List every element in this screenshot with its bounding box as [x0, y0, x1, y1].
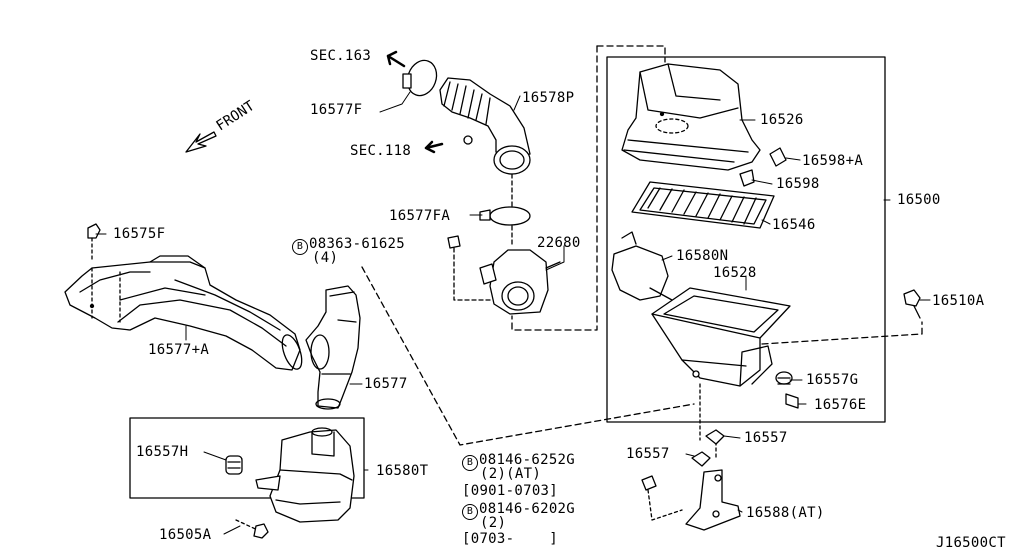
part-label-16505A: 16505A	[159, 527, 212, 543]
part-label-16500: 16500	[897, 192, 941, 208]
part-label-16577: 16577	[364, 376, 408, 392]
air-cleaner-assembly-box	[606, 56, 886, 423]
part-label-16575F: 16575F	[113, 226, 166, 242]
resonator-16580T-drawing	[255, 427, 355, 523]
diagram-id: J16500CT	[936, 535, 1006, 551]
bracket-16580N-drawing	[611, 231, 673, 301]
front-arrow-icon: FRONT	[185, 98, 258, 153]
grommet-16557-mid-drawing	[691, 451, 711, 467]
part-label-16598A: 16598+A	[802, 153, 864, 169]
part-label-16588AT: 16588(AT)	[746, 505, 825, 521]
date-range-08146-6252G: [0901-0703]	[462, 483, 559, 499]
part-label-16557G: 16557G	[806, 372, 859, 388]
part-label-16577F: 16577F	[310, 102, 363, 118]
part-label-16546: 16546	[772, 217, 816, 233]
part-label-16557-right: 16557	[744, 430, 788, 446]
dashed-group-line-duct	[361, 266, 695, 446]
part-label-16578P: 16578P	[522, 90, 575, 106]
arrow-sec118-icon	[424, 140, 444, 154]
bolt-16575F-drawing	[87, 223, 101, 263]
part-label-16580T: 16580T	[376, 463, 429, 479]
hose-16578P-drawing	[439, 77, 531, 175]
bolt-16510A-drawing	[903, 289, 921, 319]
bolt-symbol-icon: B	[462, 504, 478, 520]
part-label-16557-mid: 16557	[626, 446, 670, 462]
arrow-sec163-icon	[386, 50, 406, 68]
qty-08363: (4)	[312, 250, 339, 266]
dashed-line-16510A	[761, 321, 923, 345]
part-label-16510A: 16510A	[932, 293, 985, 309]
qty-08146-6252G: (2)(AT)	[480, 466, 542, 482]
bolt-symbol-icon: B	[292, 239, 308, 255]
ref-sec118: SEC.118	[350, 143, 412, 159]
part-label-16598: 16598	[776, 176, 820, 192]
leader-lines	[95, 91, 931, 535]
qty-08146-6202G: (2)	[480, 515, 507, 531]
front-label: FRONT	[213, 98, 258, 135]
duct-16577-drawing	[305, 285, 361, 410]
clip-16598-drawing	[739, 169, 755, 187]
bushing-16576E-drawing	[785, 393, 799, 409]
filter-element-16546-drawing	[631, 181, 775, 229]
part-label-16576E: 16576E	[814, 397, 867, 413]
grommet-16557-right-drawing	[705, 429, 725, 445]
part-label-16528: 16528	[713, 265, 757, 281]
part-label-16577FA: 16577FA	[389, 208, 451, 224]
part-label-22680: 22680	[537, 235, 581, 251]
clip-16598A-drawing	[769, 147, 787, 167]
bolt-16505A-drawing	[235, 519, 269, 539]
date-range-08146-6202G: [0703- ]	[462, 531, 559, 547]
resonator-group-box	[129, 417, 365, 499]
part-number-08146-6252G: 08146-6252G	[479, 452, 576, 468]
part-label-16580N: 16580N	[676, 248, 729, 264]
air-cleaner-cover-16526-drawing	[621, 63, 761, 171]
part-number-08363: 08363-61625	[309, 236, 406, 252]
air-cleaner-body-16528-drawing	[651, 287, 791, 387]
dashed-group-line-throttle	[511, 45, 598, 331]
bracket-16588AT-drawing	[685, 469, 741, 531]
grommet-16557G-drawing	[775, 371, 793, 385]
dashed-group-line-top	[596, 45, 666, 63]
air-duct-16577A-drawing	[64, 255, 303, 371]
part-number-08146-6202G: 08146-6202G	[479, 501, 576, 517]
maf-sensor-22680-drawing	[479, 249, 561, 315]
part-label-16577A: 16577+A	[148, 342, 210, 358]
bolt-08363-drawing	[447, 235, 491, 301]
grommet-16557H-drawing	[225, 455, 243, 475]
clamp-16577FA-drawing	[479, 173, 531, 247]
clamp-16577F-drawing	[402, 59, 438, 97]
part-label-16526: 16526	[760, 112, 804, 128]
bolt-08146-drawing	[641, 475, 683, 521]
part-label-16557H: 16557H	[136, 444, 189, 460]
ref-sec163: SEC.163	[310, 48, 372, 64]
bolt-symbol-icon: B	[462, 455, 478, 471]
